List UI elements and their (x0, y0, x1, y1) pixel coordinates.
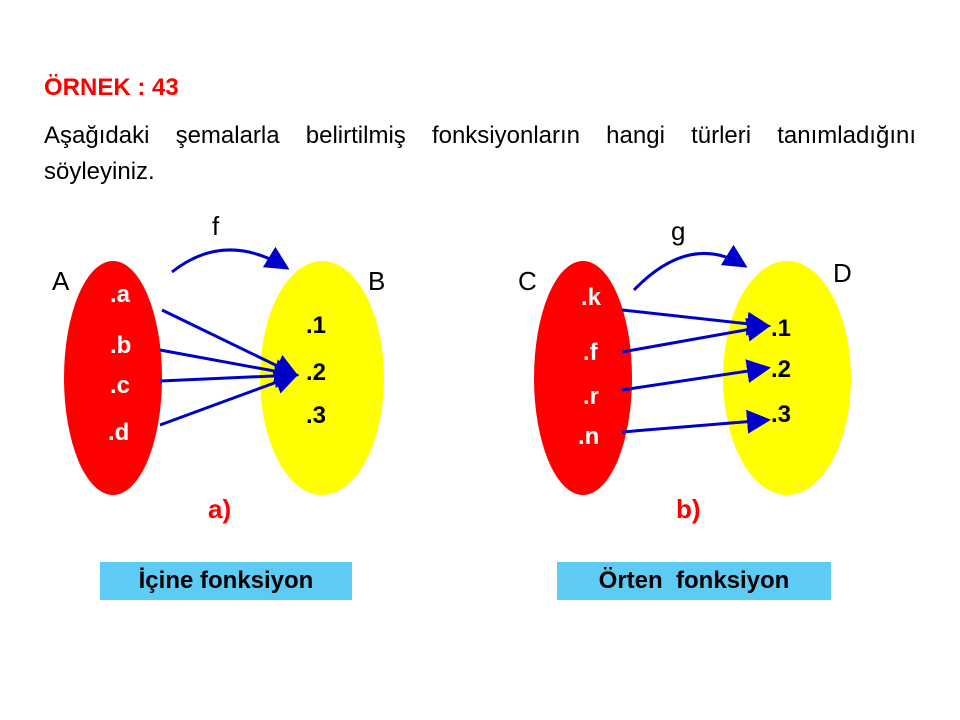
set-c-element: .k (581, 284, 602, 311)
set-c-label: C (518, 266, 537, 296)
set-c-element: .r (583, 383, 599, 410)
set-a-element: .c (110, 372, 130, 399)
f-mapping-arrow-3 (159, 370, 299, 427)
set-b-label: B (368, 266, 385, 296)
diagram-b: g C D .k .f .r .n .1 .2 .3 b) (518, 216, 852, 524)
type-label-b: Örten fonksiyon (557, 562, 831, 600)
function-f-curved-arrow (171, 246, 290, 274)
set-c-element: .n (578, 423, 599, 450)
part-b-label: b) (676, 494, 701, 524)
g-mapping-arrow-1 (621, 317, 771, 354)
set-d-element: .2 (771, 356, 791, 383)
set-b-ellipse (260, 261, 384, 495)
set-a-ellipse (64, 261, 162, 495)
function-g-label: g (671, 216, 685, 246)
f-mapping-arrow-1 (159, 348, 299, 384)
set-c-element: .f (583, 339, 599, 366)
set-a-element: .b (110, 332, 131, 359)
set-a-label: A (52, 266, 70, 296)
set-d-label: D (833, 258, 852, 288)
question-text: Aşağıdaki şemalarla belirtilmiş fonksiyo… (44, 122, 916, 185)
g-mapping-arrow-3 (621, 409, 771, 434)
type-label-a: İçine fonksiyon (100, 562, 352, 600)
diagram-a: f A B .a .b .c .d .1 .2 .3 a) (52, 211, 385, 524)
g-mapping-arrow-2 (621, 359, 771, 392)
set-b-element: .1 (306, 312, 326, 339)
set-c-ellipse (534, 261, 632, 495)
set-b-element: .2 (306, 359, 326, 386)
function-g-curved-arrow (632, 244, 748, 292)
set-a-element: .a (110, 281, 131, 308)
set-a-element: .d (108, 419, 129, 446)
example-title: ÖRNEK : 43 (44, 74, 179, 101)
part-a-label: a) (208, 494, 231, 524)
set-b-element: .3 (306, 402, 326, 429)
function-f-label: f (212, 211, 220, 241)
g-mapping-arrow-0 (621, 308, 771, 336)
set-d-element: .1 (771, 315, 791, 342)
set-d-element: .3 (771, 401, 791, 428)
